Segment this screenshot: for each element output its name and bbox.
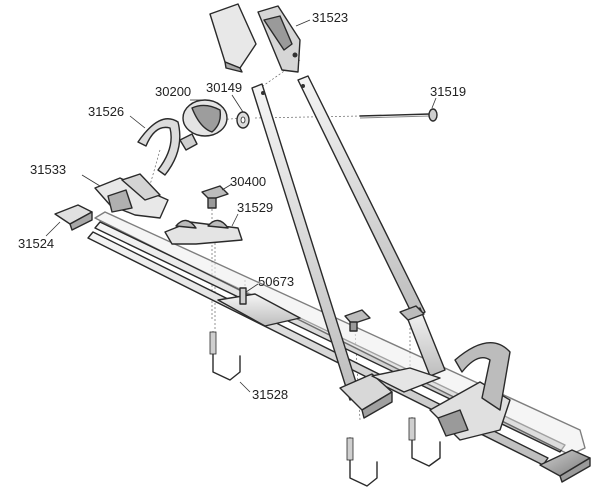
label-30200: 30200 bbox=[155, 84, 205, 101]
frame-arms bbox=[251, 75, 446, 401]
frame-knobs bbox=[344, 305, 425, 332]
end-cap-rear bbox=[54, 204, 93, 231]
bolt bbox=[359, 108, 438, 122]
part-number-31523: 31523 bbox=[312, 10, 348, 25]
washer bbox=[236, 111, 250, 129]
part-number-31528: 31528 bbox=[252, 387, 288, 402]
part-number-31524: 31524 bbox=[18, 236, 54, 251]
part-number-30200: 30200 bbox=[155, 84, 191, 99]
part-number-31519: 31519 bbox=[430, 84, 466, 99]
part-number-31526: 31526 bbox=[88, 104, 124, 119]
wheel-strap bbox=[137, 118, 181, 176]
part-number-30149: 30149 bbox=[206, 80, 242, 95]
part-number-50673: 50673 bbox=[258, 274, 294, 289]
part-number-31529: 31529 bbox=[237, 200, 273, 215]
part-number-31533: 31533 bbox=[30, 162, 66, 177]
u-bolts bbox=[209, 331, 441, 487]
label-31524: 31524 bbox=[18, 221, 61, 251]
label-50673: 50673 bbox=[245, 274, 294, 293]
wheel-holder-rear bbox=[94, 173, 169, 219]
label-31519: 31519 bbox=[430, 84, 466, 109]
label-30400: 30400 bbox=[221, 174, 266, 191]
pin bbox=[239, 287, 247, 305]
label-30149: 30149 bbox=[206, 80, 244, 113]
arm-handles bbox=[209, 3, 301, 73]
end-cap-front bbox=[539, 449, 591, 483]
label-31533: 31533 bbox=[30, 162, 101, 187]
label-31529: 31529 bbox=[231, 200, 273, 227]
clamp-bracket bbox=[164, 219, 243, 245]
wheel-holder-front bbox=[429, 342, 511, 441]
knob bbox=[201, 185, 229, 209]
lock-body bbox=[179, 99, 228, 151]
label-31528: 31528 bbox=[239, 381, 288, 402]
part-number-30400: 30400 bbox=[230, 174, 266, 189]
pivot-block bbox=[339, 367, 441, 419]
label-31526: 31526 bbox=[88, 104, 146, 129]
label-31523: 31523 bbox=[295, 10, 348, 27]
